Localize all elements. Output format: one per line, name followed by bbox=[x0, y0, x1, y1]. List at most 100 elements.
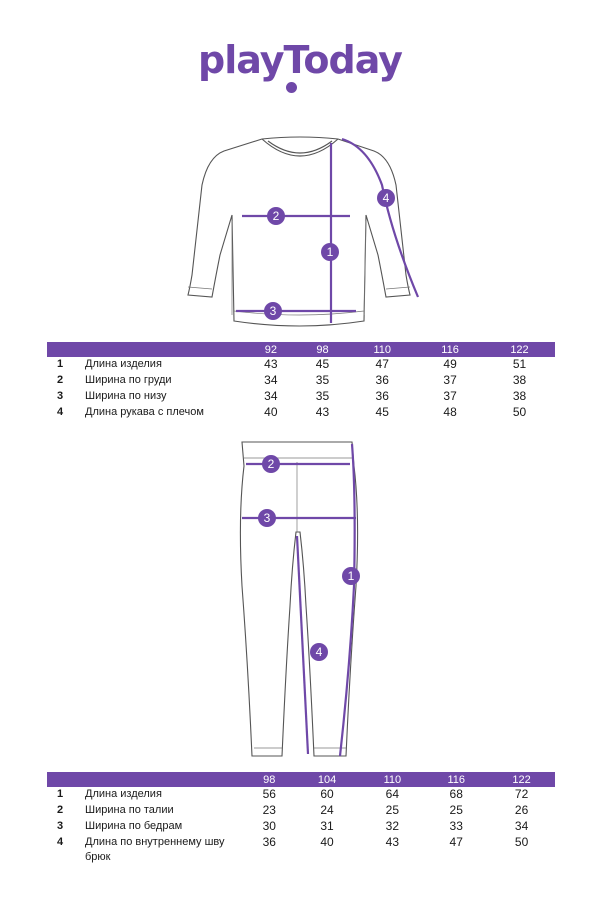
marker-waist: 2 bbox=[262, 455, 280, 473]
measurement-value: 38 bbox=[512, 373, 527, 387]
brand-logo: playToday bbox=[198, 38, 403, 82]
measurement-value: 31 bbox=[320, 819, 334, 833]
measurement-value: 50 bbox=[512, 405, 527, 419]
header-blank bbox=[85, 342, 245, 357]
marker-length-label: 1 bbox=[327, 245, 334, 259]
measurement-value: 24 bbox=[320, 803, 334, 817]
measurement-value: 47 bbox=[449, 835, 463, 849]
marker-length: 1 bbox=[321, 243, 339, 261]
measurement-value: 68 bbox=[449, 787, 463, 801]
measurement-value: 38 bbox=[512, 389, 527, 403]
measurement-value: 25 bbox=[449, 803, 463, 817]
measurement-value: 23 bbox=[262, 803, 276, 817]
measurement-value: 40 bbox=[320, 835, 334, 849]
size-header: 110 bbox=[348, 342, 417, 357]
measurement-value: 40 bbox=[264, 405, 278, 419]
marker-hem-label: 3 bbox=[270, 304, 277, 318]
measurement-value: 43 bbox=[315, 405, 330, 419]
marker-inseam-label: 4 bbox=[316, 645, 323, 659]
marker-sleeve: 4 bbox=[377, 189, 395, 207]
size-header: 116 bbox=[424, 772, 489, 787]
size-header: 116 bbox=[416, 342, 484, 357]
table-row: 2 Ширина по талии 23 24 25 25 26 bbox=[47, 803, 555, 819]
size-header: 98 bbox=[245, 772, 294, 787]
marker-length: 1 bbox=[342, 567, 360, 585]
measurement-name: Длина изделия bbox=[85, 358, 162, 370]
measurement-value: 36 bbox=[375, 389, 389, 403]
measurement-value: 56 bbox=[262, 787, 276, 801]
marker-hem: 3 bbox=[264, 302, 282, 320]
measurement-value: 45 bbox=[375, 405, 389, 419]
measurement-name: Длина рукава с плечом bbox=[85, 406, 204, 418]
top-size-header-row: 92 98 110 116 122 bbox=[47, 342, 555, 357]
table-row: 1 Длина изделия 43 45 47 49 51 bbox=[47, 357, 555, 373]
bottom-size-table: 98 104 110 116 122 1 Длина изделия 56 60… bbox=[47, 772, 555, 865]
header-blank bbox=[47, 342, 85, 357]
row-number: 2 bbox=[57, 804, 64, 816]
measurement-value: 36 bbox=[262, 835, 276, 849]
sweatshirt-diagram: 1 2 3 4 bbox=[187, 136, 420, 327]
measurement-value: 36 bbox=[375, 373, 389, 387]
sweatshirt-outline bbox=[187, 136, 411, 327]
table-row: 4 Длина рукава с плечом 40 43 45 48 50 bbox=[47, 405, 555, 421]
pants-diagram: 1 2 3 4 bbox=[239, 441, 360, 757]
measurement-value: 51 bbox=[512, 357, 527, 371]
size-header: 104 bbox=[293, 772, 361, 787]
measurement-value: 30 bbox=[262, 819, 276, 833]
header-blank bbox=[47, 772, 85, 787]
measurement-name: Ширина по бедрам bbox=[85, 820, 183, 832]
measurement-name: Длина по внутреннему шву брюк bbox=[85, 836, 225, 863]
measurement-value: 34 bbox=[264, 373, 278, 387]
measurement-value: 25 bbox=[385, 803, 400, 817]
measurement-value: 34 bbox=[264, 389, 278, 403]
measurement-name: Длина изделия bbox=[85, 788, 162, 800]
measurement-name: Ширина по груди bbox=[85, 374, 172, 386]
measurement-value: 37 bbox=[443, 389, 457, 403]
measurement-value: 33 bbox=[449, 819, 463, 833]
measurement-value: 48 bbox=[443, 405, 457, 419]
measurement-value: 50 bbox=[514, 835, 529, 849]
measurement-value: 60 bbox=[320, 787, 334, 801]
size-header: 92 bbox=[245, 342, 297, 357]
bottom-size-header-row: 98 104 110 116 122 bbox=[47, 772, 555, 787]
measurement-value: 64 bbox=[385, 787, 400, 801]
measurement-value: 35 bbox=[315, 373, 330, 387]
row-number: 1 bbox=[57, 358, 64, 370]
measurement-value: 37 bbox=[443, 373, 457, 387]
marker-hips: 3 bbox=[258, 509, 276, 527]
table-row: 4 Длина по внутреннему шву брюк 36 40 43… bbox=[47, 835, 555, 865]
row-number: 3 bbox=[57, 390, 64, 402]
pants-outline bbox=[239, 441, 359, 757]
table-row: 1 Длина изделия 56 60 64 68 72 bbox=[47, 787, 555, 803]
header-blank bbox=[85, 772, 245, 787]
measurement-value: 35 bbox=[315, 389, 330, 403]
size-header: 122 bbox=[484, 342, 555, 357]
marker-length-label: 1 bbox=[348, 569, 355, 583]
measure-lines bbox=[242, 443, 356, 757]
top-size-table: 92 98 110 116 122 1 Длина изделия 43 45 … bbox=[47, 342, 555, 421]
size-header: 122 bbox=[488, 772, 555, 787]
marker-waist-label: 2 bbox=[268, 457, 275, 471]
measurement-value: 32 bbox=[385, 819, 400, 833]
size-header: 98 bbox=[296, 342, 349, 357]
measurement-value: 49 bbox=[443, 357, 457, 371]
table-row: 3 Ширина по низу 34 35 36 37 38 bbox=[47, 389, 555, 405]
measurement-name: Ширина по низу bbox=[85, 390, 167, 402]
row-number: 4 bbox=[57, 836, 64, 848]
measurement-value: 47 bbox=[375, 357, 389, 371]
brand-logo-dot bbox=[286, 82, 297, 93]
measurement-value: 45 bbox=[315, 357, 330, 371]
row-number: 1 bbox=[57, 788, 64, 800]
measurement-value: 43 bbox=[385, 835, 400, 849]
marker-chest: 2 bbox=[267, 207, 285, 225]
row-number: 4 bbox=[57, 406, 64, 418]
marker-chest-label: 2 bbox=[273, 209, 280, 223]
measurement-name: Ширина по талии bbox=[85, 804, 174, 816]
size-header: 110 bbox=[360, 772, 425, 787]
table-row: 3 Ширина по бедрам 30 31 32 33 34 bbox=[47, 819, 555, 835]
measurement-value: 43 bbox=[264, 357, 278, 371]
row-number: 2 bbox=[57, 374, 64, 386]
marker-inseam: 4 bbox=[310, 643, 328, 661]
measurement-value: 34 bbox=[514, 819, 529, 833]
measurement-value: 72 bbox=[514, 787, 529, 801]
